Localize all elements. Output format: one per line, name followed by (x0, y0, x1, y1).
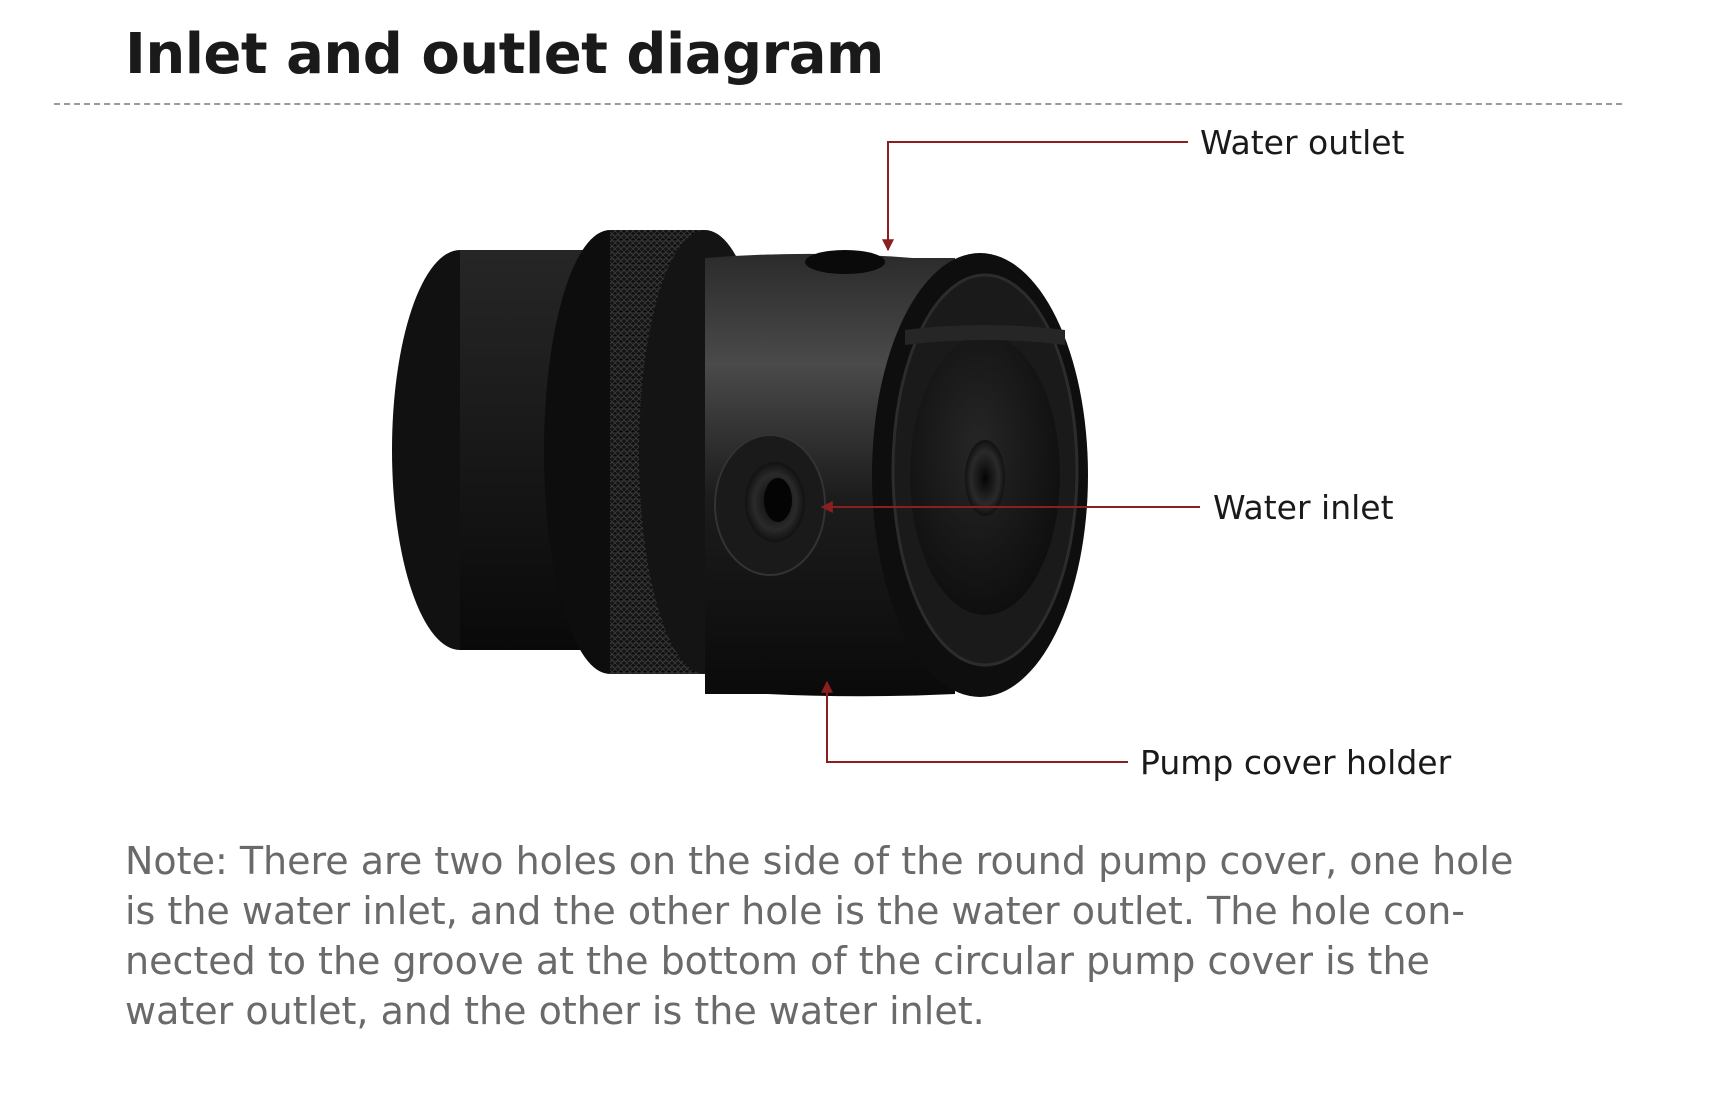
title-divider (54, 103, 1622, 105)
top-outlet-hole (805, 250, 885, 274)
pump-cover-holder-leader (821, 680, 1128, 763)
water-outlet-leader (882, 141, 1188, 252)
water-outlet-label: Water outlet (1200, 123, 1405, 162)
side-inlet-port (714, 434, 826, 576)
page-title: Inlet and outlet diagram (125, 22, 884, 87)
back-cylinder (392, 250, 600, 650)
note-line: nected to the groove at the bottom of th… (125, 939, 1430, 983)
note-line: is the water inlet, and the other hole i… (125, 889, 1466, 933)
note-line: water outlet, and the other is the water… (125, 989, 985, 1033)
pump-cover-holder-label: Pump cover holder (1140, 743, 1452, 782)
note-text: Note: There are two holes on the side of… (125, 836, 1585, 1036)
front-face (872, 253, 1088, 697)
center-hole (965, 440, 1005, 516)
leader-lines (820, 141, 1200, 763)
note-line: Note: There are two holes on the side of… (125, 839, 1514, 883)
water-inlet-label: Water inlet (1213, 488, 1394, 527)
